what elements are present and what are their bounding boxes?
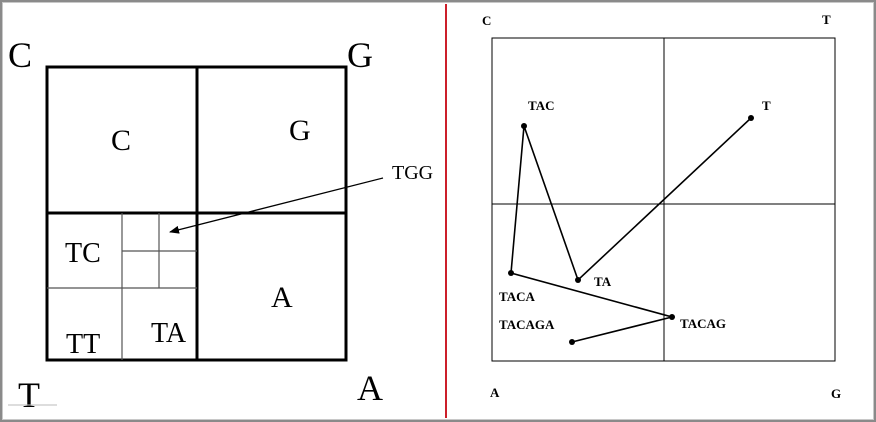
left-panel: C G T A C G A TC TT TA TGG: [8, 35, 433, 415]
corner-label-t: T: [822, 12, 831, 27]
tgg-pointer-arrow: [169, 177, 384, 234]
point-label-t: T: [762, 98, 771, 113]
corner-label-top-left: C: [8, 35, 32, 75]
quadrant-label-tc: TC: [65, 238, 101, 269]
quadrant-label-a: A: [271, 281, 293, 314]
point-label-taca: TACA: [499, 289, 535, 304]
corner-label-top-right: G: [347, 35, 373, 75]
quadrant-label-tt: TT: [66, 329, 100, 360]
point-tac: [521, 123, 527, 129]
corner-label-c: C: [482, 13, 491, 28]
corner-label-g: G: [831, 386, 841, 401]
point-label-tacag: TACAG: [680, 316, 726, 331]
quadrant-label-c: C: [111, 124, 131, 157]
quadrant-label-g: G: [289, 114, 311, 147]
right-panel: C T A G T TAC TA TACA TACAG TACAGA: [482, 12, 841, 401]
point-label-tac: TAC: [528, 98, 554, 113]
quadrant-label-ta: TA: [151, 318, 187, 349]
point-label-tacaga: TACAGA: [499, 317, 555, 332]
corner-label-bottom-left: T: [18, 375, 40, 415]
point-t: [748, 115, 754, 121]
corner-label-a: A: [490, 385, 500, 400]
chaos-game-path: [510, 117, 752, 343]
point-label-ta: TA: [594, 274, 612, 289]
point-tacag: [669, 314, 675, 320]
point-tacaga: [569, 339, 575, 345]
corner-label-bottom-right: A: [357, 368, 383, 408]
point-ta: [575, 277, 581, 283]
pointer-label-tgg: TGG: [392, 162, 433, 184]
point-taca: [508, 270, 514, 276]
